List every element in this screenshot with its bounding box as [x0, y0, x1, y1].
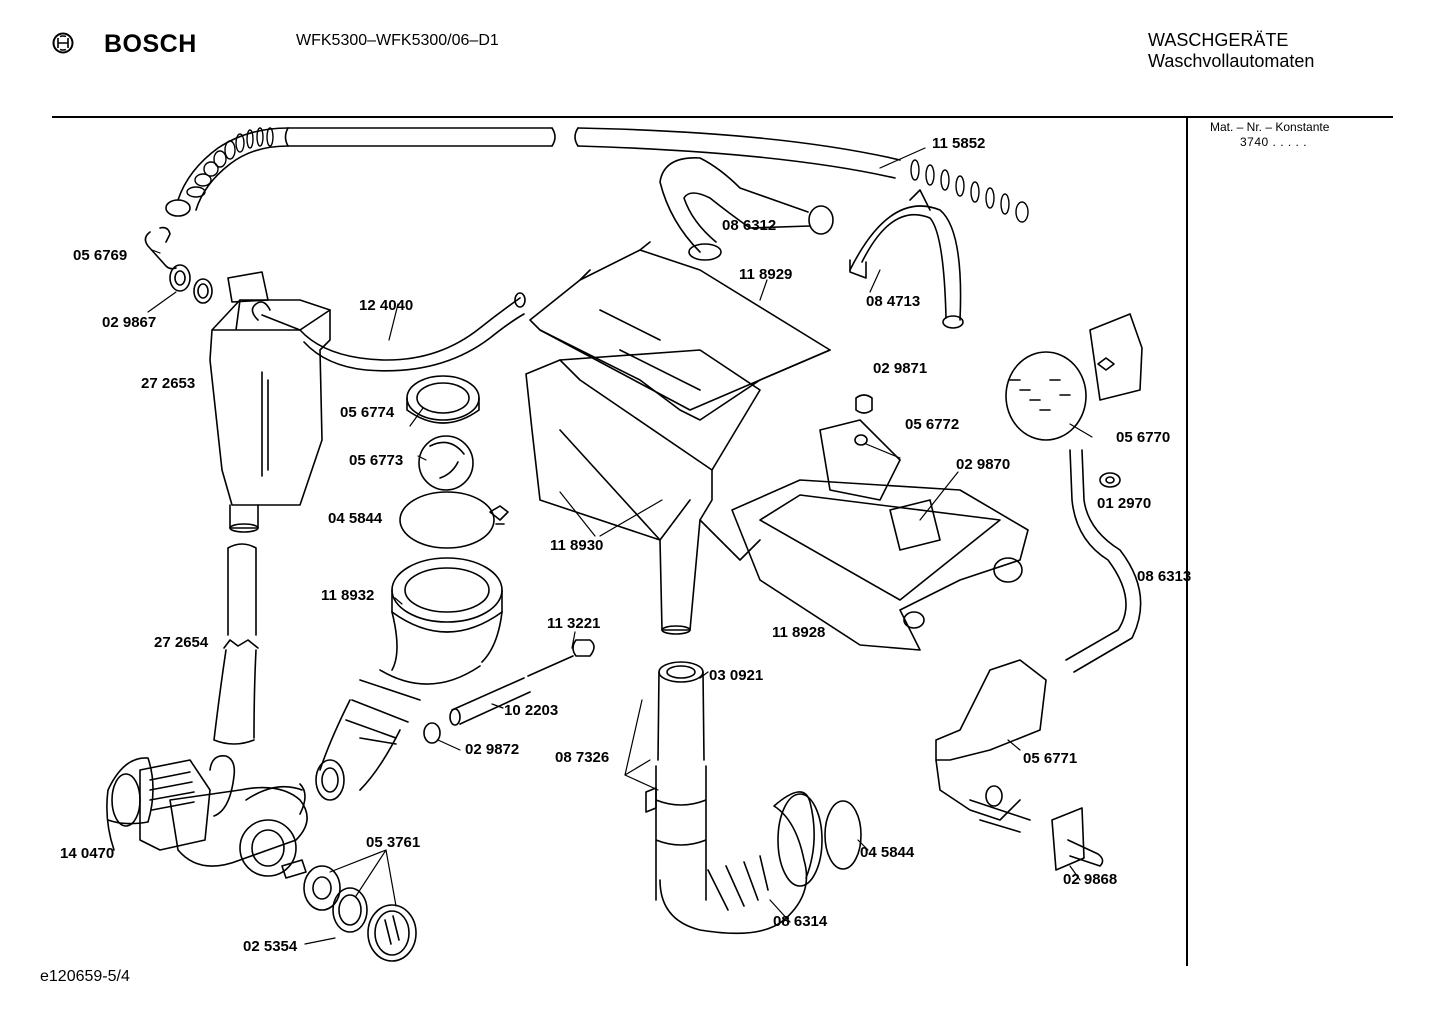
- category-subtitle: Waschvollautomaten: [1148, 51, 1315, 71]
- drawer-lid-drawing: [529, 241, 831, 421]
- part-label: 27 2653: [141, 375, 196, 392]
- drawing-code: e120659-5/4: [40, 968, 130, 985]
- model-number: WFK5300–WFK5300/06–D1: [296, 32, 499, 49]
- part-label: 11 8930: [550, 537, 604, 554]
- part-label: 11 8932: [321, 587, 375, 604]
- drawer-housing-drawing: [525, 349, 761, 635]
- part-label: 01 2970: [1097, 495, 1152, 512]
- part-label: 10 2203: [504, 702, 559, 719]
- bosch-logo-icon: [52, 32, 74, 54]
- part-label: 05 6773: [349, 452, 404, 469]
- part-label: 03 0921: [709, 667, 764, 684]
- part-label: 04 5844: [328, 510, 383, 527]
- part-label: 05 3761: [366, 834, 421, 851]
- material-number-value: 3740 . . . . .: [1240, 135, 1308, 149]
- part-label: 08 7326: [555, 749, 610, 766]
- category-title: WASCHGERÄTE: [1148, 30, 1289, 50]
- part-label: 11 3221: [547, 615, 601, 632]
- sump-bellows-drawing: [315, 557, 503, 801]
- part-label: 02 9872: [465, 741, 520, 758]
- part-label: 08 4713: [866, 293, 921, 310]
- part-label: 14 0470: [60, 845, 115, 862]
- inlet-hose-drawing: [165, 127, 1029, 223]
- detergent-drawer-drawing: [731, 419, 1029, 651]
- part-label: 02 9871: [873, 360, 928, 377]
- part-label: 27 2654: [154, 634, 209, 651]
- part-label: 08 6312: [722, 217, 777, 234]
- dispenser-housing-drawing: [209, 271, 331, 533]
- part-label: 05 6772: [905, 416, 960, 433]
- part-label: 05 6769: [73, 247, 128, 264]
- part-label: 11 8928: [772, 624, 826, 641]
- part-label: 05 6771: [1023, 750, 1078, 767]
- part-label: 04 5844: [860, 844, 915, 861]
- part-label: 11 8929: [739, 266, 793, 283]
- part-label: 05 6770: [1116, 429, 1171, 446]
- brand-name: BOSCH: [104, 30, 197, 58]
- sidebar-divider: [1186, 116, 1188, 966]
- drain-pump-drawing: [106, 754, 308, 879]
- part-label: 08 6314: [773, 913, 828, 930]
- part-label: 11 5852: [932, 135, 986, 152]
- part-label: 02 9867: [102, 314, 157, 331]
- part-label: 02 9868: [1063, 871, 1118, 888]
- header-divider: [52, 116, 1393, 118]
- material-number-label: Mat. – Nr. – Konstante: [1210, 120, 1330, 134]
- part-label: 02 5354: [243, 938, 298, 955]
- part-label: 05 6774: [340, 404, 395, 421]
- elbow-hose-drawing: [144, 226, 177, 270]
- part-label: 08 6313: [1137, 568, 1192, 585]
- part-label: 12 4040: [359, 297, 414, 314]
- part-label: 02 9870: [956, 456, 1011, 473]
